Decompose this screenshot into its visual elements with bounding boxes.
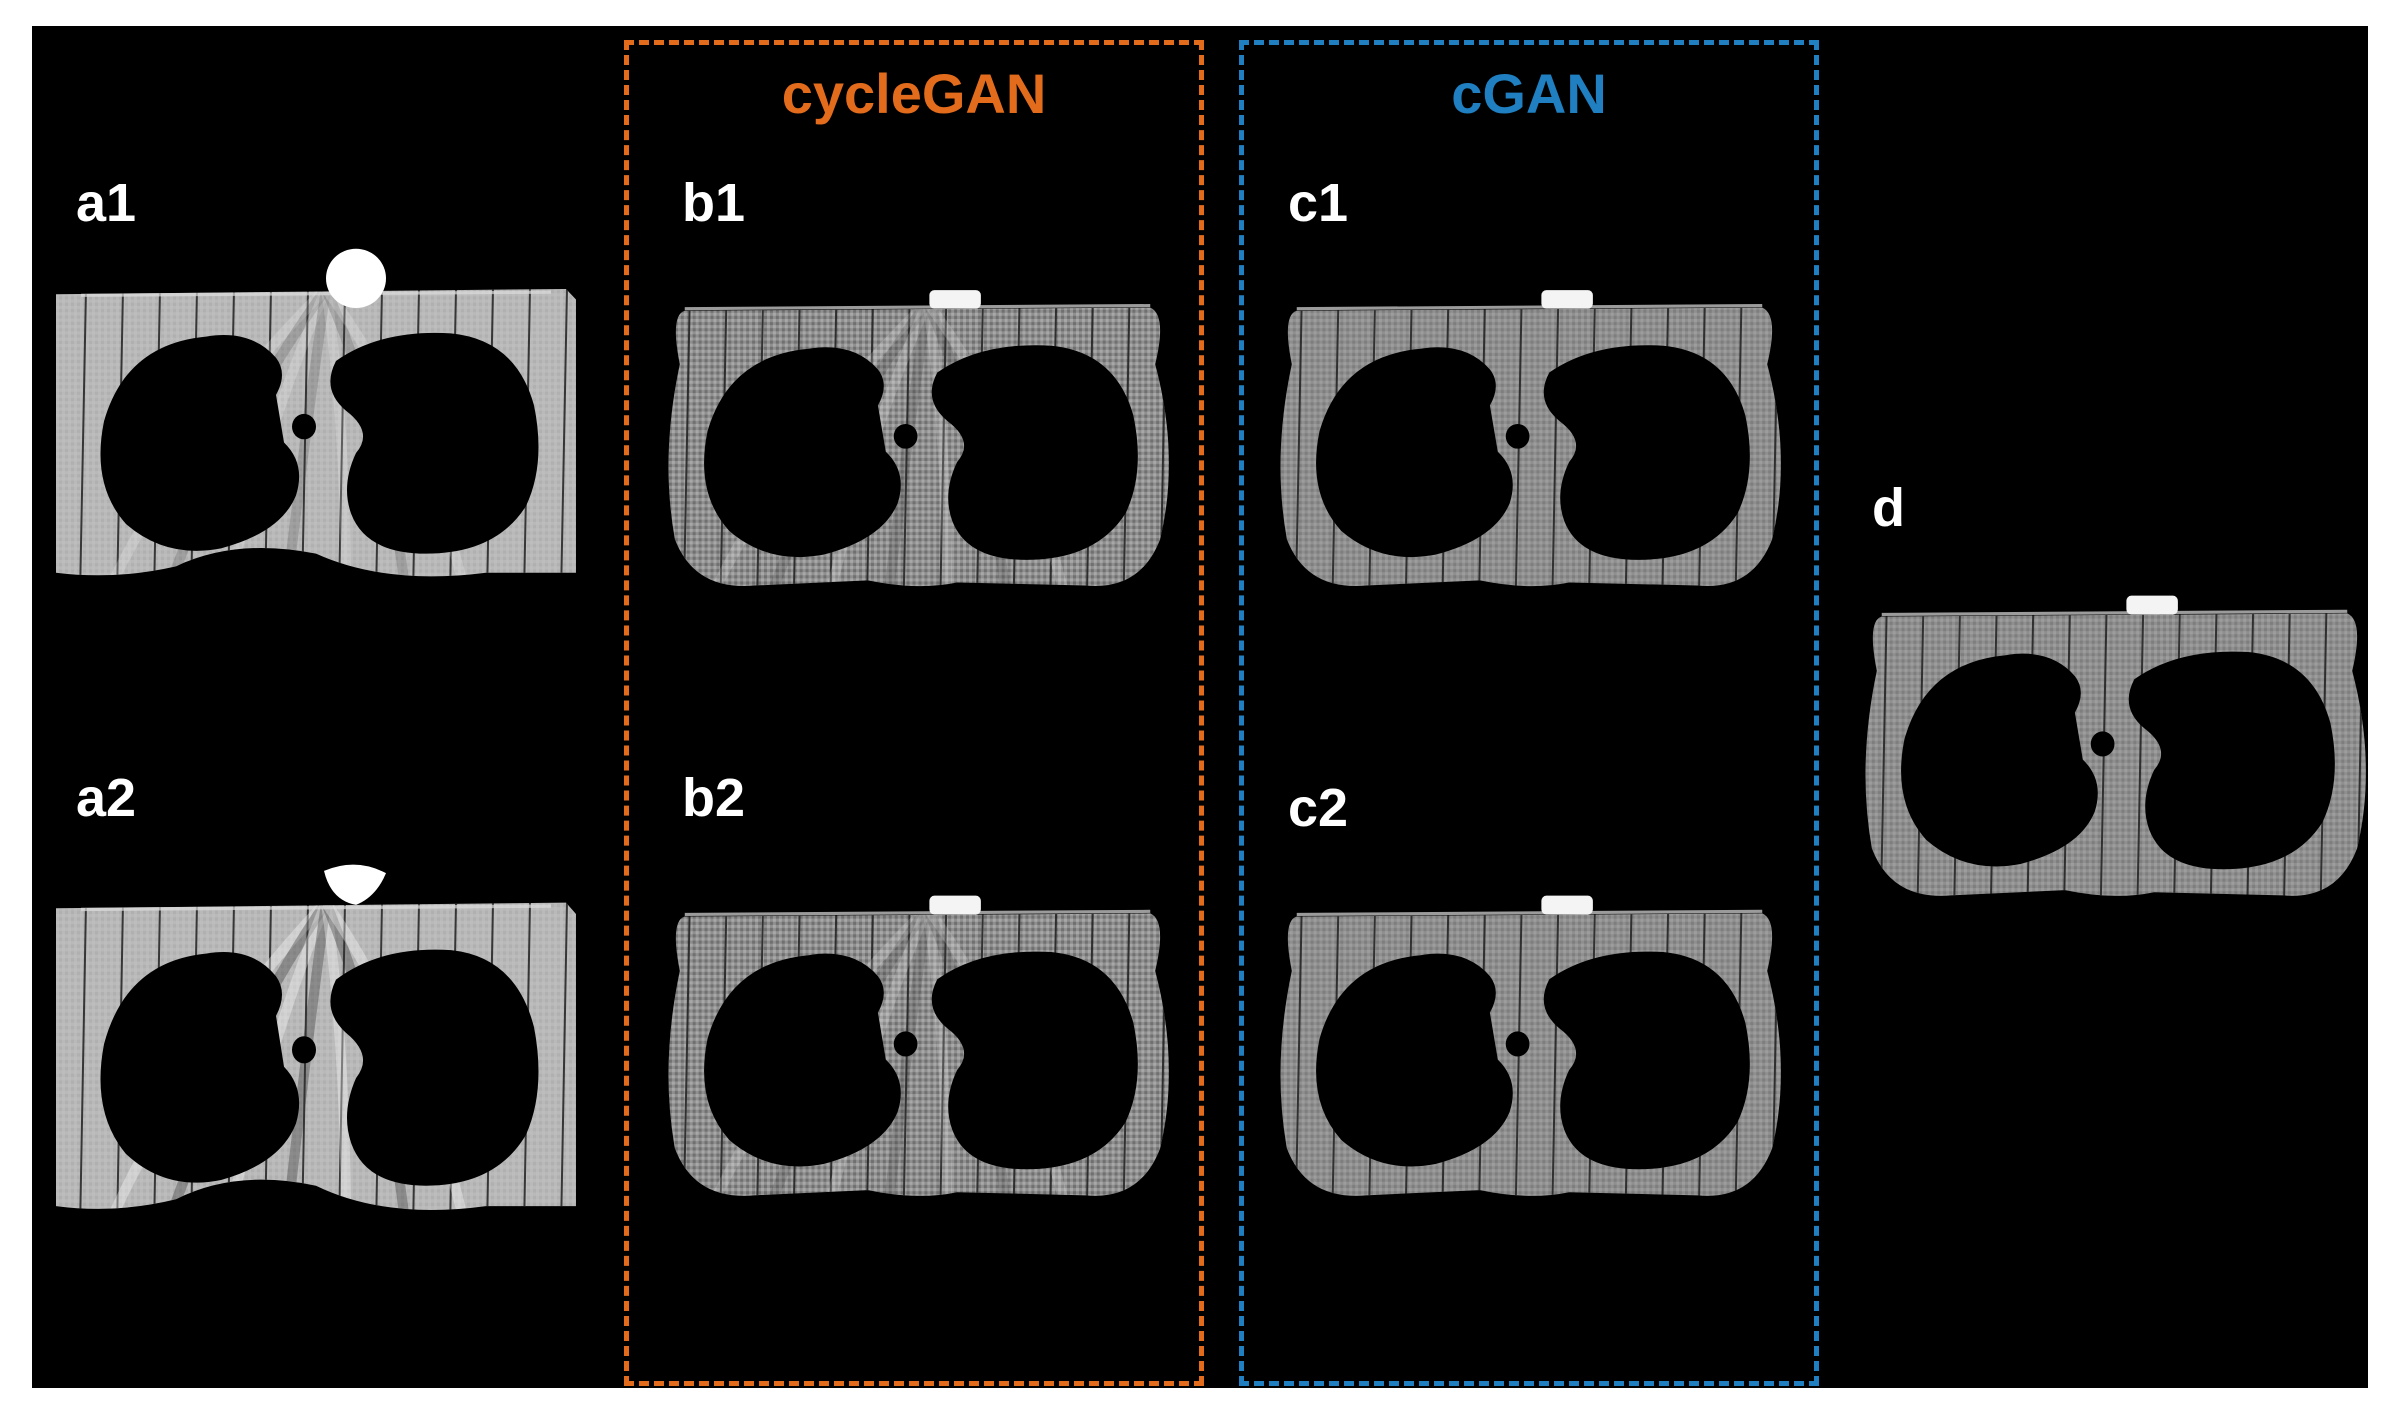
cgan-group-box [1239, 40, 1819, 1386]
ct-image-c1 [1272, 251, 1787, 601]
panel-label-b2: b2 [682, 768, 746, 828]
ct-image-d [1857, 556, 2368, 911]
panel-label-c2: c2 [1288, 778, 1349, 838]
ct-image-b2 [660, 856, 1175, 1211]
panel-label-c1: c1 [1288, 173, 1349, 233]
panel-label-d: d [1872, 478, 1905, 538]
figure-canvas: cycleGAN cGAN a1 a2 b1 b2 c1 c2 d [32, 26, 2368, 1388]
ct-image-b1 [660, 251, 1175, 601]
ct-image-c2 [1272, 856, 1787, 1211]
panel-label-a2: a2 [76, 768, 137, 828]
panel-label-b1: b1 [682, 173, 746, 233]
cyclegan-title: cycleGAN [781, 62, 1047, 125]
ct-image-a1 [56, 236, 576, 596]
cyclegan-group-box [624, 40, 1204, 1386]
cgan-title: cGAN [1451, 62, 1607, 125]
ct-image-a2 [56, 846, 576, 1231]
panel-label-a1: a1 [76, 173, 137, 233]
